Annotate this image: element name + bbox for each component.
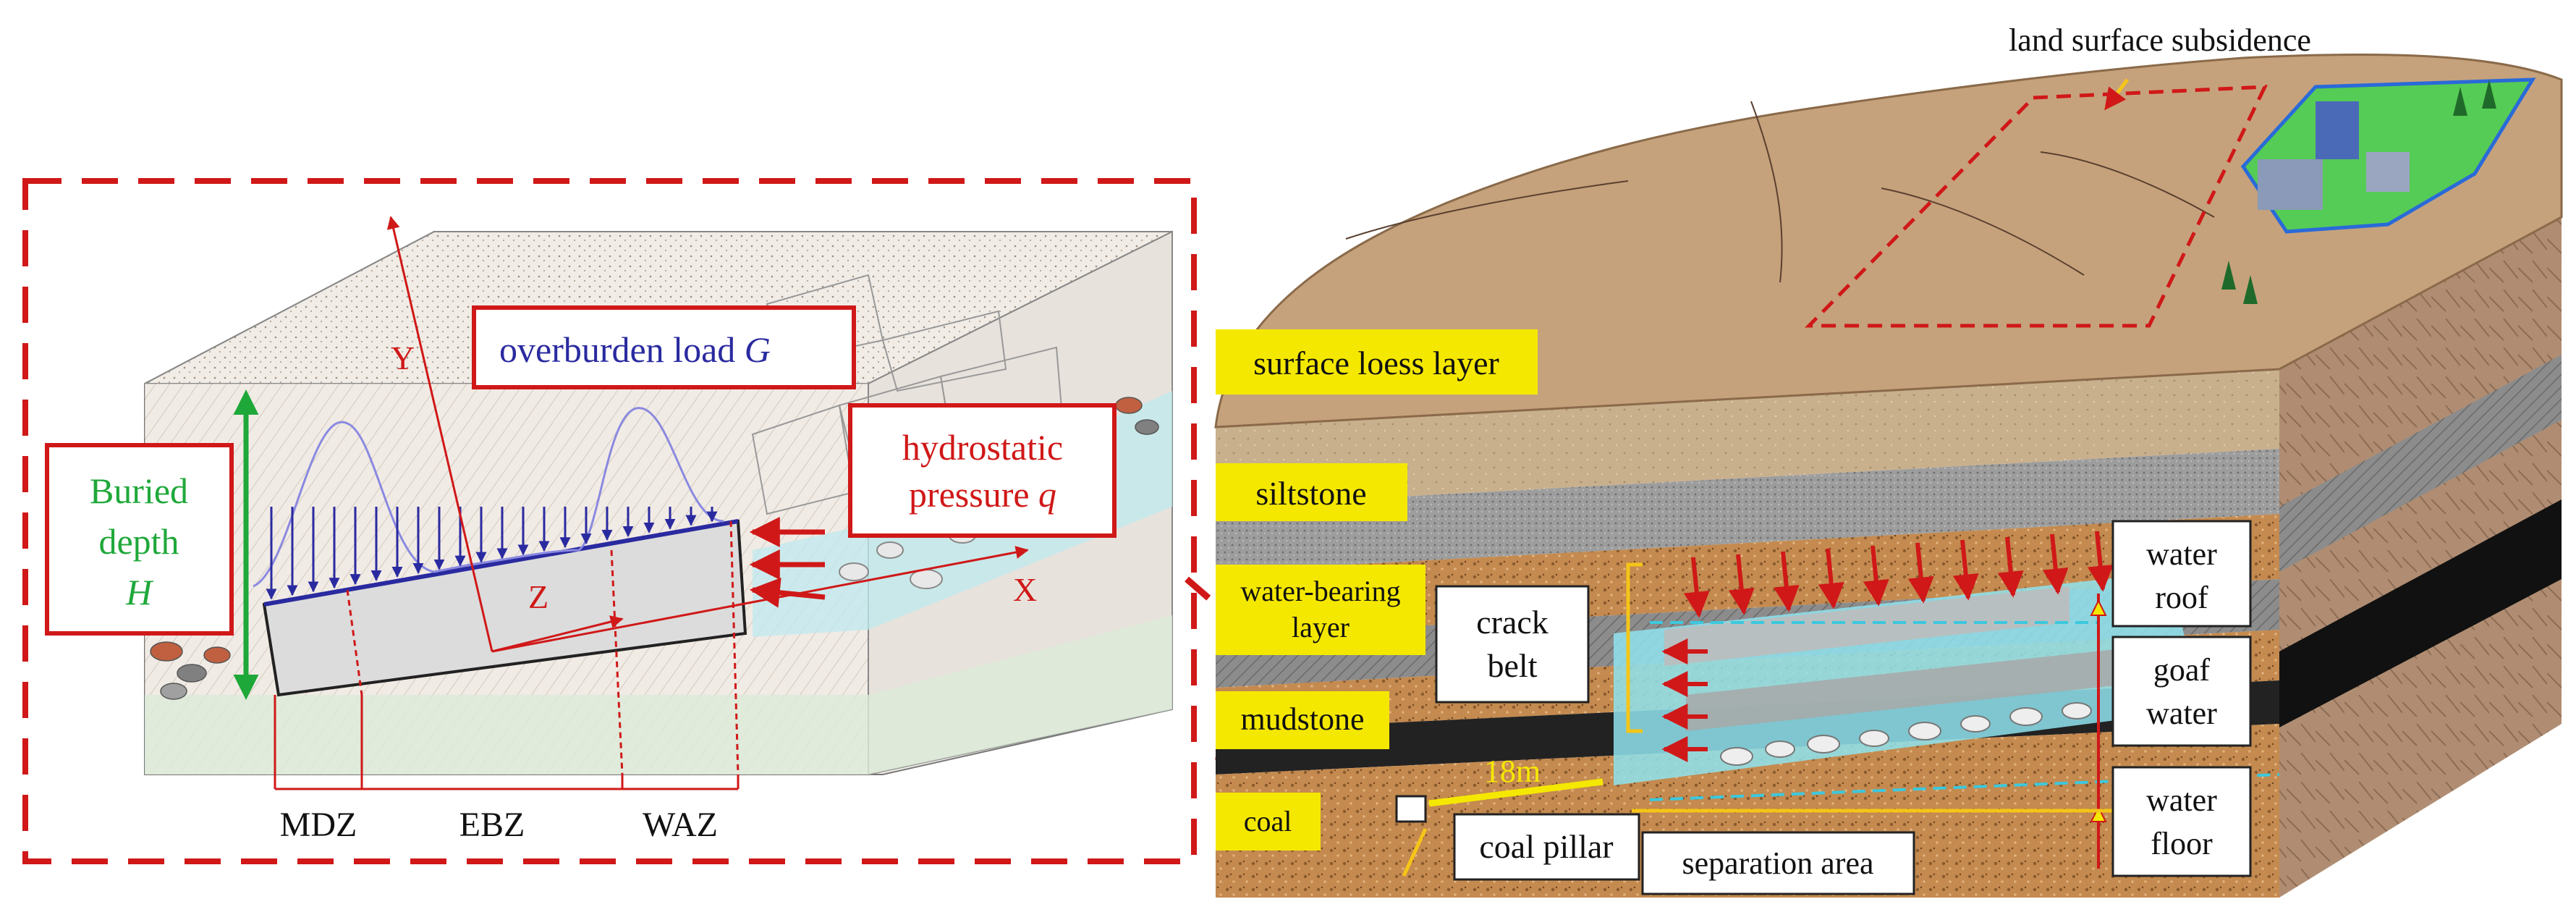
zone-bracket [274, 695, 740, 790]
subsidence-pointer [2104, 78, 2129, 111]
mudstone-label: mudstone [1240, 701, 1364, 737]
loess-label-box [1216, 329, 1538, 394]
waterbearing-label-line1: water-bearing [1240, 575, 1400, 607]
crack-arrows [1661, 531, 2114, 762]
water-roof-marker [2090, 599, 2107, 616]
buried-depth-line2: depth [98, 521, 179, 562]
load-arrows [266, 507, 718, 600]
zone-label-ebz: EBZ [459, 806, 525, 844]
load-curve [253, 407, 724, 588]
waterbearing-label-line2: layer [1292, 611, 1350, 643]
goaf-water-line2: water [2146, 696, 2217, 731]
floor-stratum [145, 615, 1172, 775]
overburden-label: overburden load G [499, 329, 771, 370]
zone-label-waz: WAZ [643, 806, 718, 844]
water-floor-line [1649, 773, 2280, 801]
separation-area-box [1641, 831, 1915, 895]
siltstone-label-box [1216, 463, 1407, 521]
hydrostatic-label-line1: hydrostatic [902, 427, 1063, 468]
pillar-width-label: 18m [1484, 754, 1541, 789]
surface-cracks [1345, 101, 2215, 283]
buried-depth-line1: Buried [90, 470, 188, 511]
coal-pillar-block [1395, 795, 1427, 823]
overburden-label-box [472, 305, 856, 389]
block-right-face [2279, 217, 2562, 898]
crack-arrow [1683, 557, 1710, 618]
buried-depth-symbol: H [125, 572, 154, 612]
goaf-pebbles [1720, 702, 2092, 766]
right-face-coal [2279, 499, 2562, 727]
water-floor-marker [2090, 805, 2107, 822]
siltstone-label: siltstone [1255, 475, 1366, 512]
coal-label-box [1216, 793, 1321, 851]
crack-belt-line1: crack [1476, 604, 1548, 641]
pillar-pointer [1402, 827, 1428, 877]
water-floor-line2: floor [2151, 826, 2213, 861]
right-face-grey [2279, 355, 2562, 572]
mudstone-label-box [1216, 691, 1389, 749]
land-surface [1214, 53, 2563, 429]
crack-arrow [1728, 554, 1755, 615]
left-panel: Y X Z MDZ EBZ WAZ overburden load G [22, 178, 1197, 864]
hydrostatic-label-box [848, 403, 1117, 538]
pillar-width-line [1428, 778, 1603, 807]
goaf-water-line1: goaf [2153, 652, 2211, 688]
coal-pillar-box [1453, 813, 1640, 881]
axis-z-label: Z [528, 578, 548, 615]
trees [2221, 80, 2496, 304]
left-panel-dashed-frame [22, 178, 1197, 864]
crack-arrow [2042, 533, 2069, 595]
buried-depth-label-box [45, 443, 234, 636]
goaf-middle-slab [1686, 644, 2164, 731]
water-floor-box [2111, 766, 2252, 877]
water-roof-box [2111, 520, 2252, 628]
axis-x-label: X [1013, 571, 1037, 608]
separation-area-label: separation area [1682, 845, 1873, 881]
coal-label: coal [1244, 805, 1292, 837]
crack-arrow [1818, 548, 1844, 609]
crack-arrow [1997, 536, 2024, 598]
subsidence-area [1805, 85, 2268, 328]
crack-arrow [1863, 545, 1889, 607]
crack-belt-box [1435, 585, 1590, 704]
land-surface-label: land surface subsidence [2009, 22, 2311, 58]
goaf-water-box [2111, 636, 2252, 747]
left-rubble [150, 397, 1159, 700]
right-panel: 18m land surface subsidence surface loes… [1214, 22, 2563, 898]
waterbearing-label-box [1216, 565, 1425, 655]
water-floor-line1: water [2146, 782, 2217, 818]
hydrostatic-label-line2: pressure q [909, 474, 1056, 515]
coal-pillar-label: coal pillar [1479, 828, 1613, 865]
water-roof-line1: water [2146, 536, 2217, 572]
mine-building-3 [2366, 152, 2410, 192]
z-axis [491, 615, 624, 653]
crack-belt-bracket [1626, 562, 1643, 733]
y-axis [386, 216, 493, 652]
crack-arrow [1907, 542, 1934, 604]
water-roof-line2: roof [2155, 580, 2208, 615]
loess-label: surface loess layer [1253, 345, 1499, 381]
goaf-roof-slab [1664, 586, 2069, 666]
crack-arrow [1952, 539, 1979, 601]
crack-belt-line2: belt [1488, 647, 1538, 684]
hydrostatic-arrows [749, 517, 826, 608]
crack-arrow [1773, 551, 1800, 612]
mine-building-2 [2258, 159, 2323, 210]
crack-arrow [2087, 531, 2114, 592]
zone-label-mdz: MDZ [280, 806, 357, 844]
mine-building-1 [2316, 101, 2359, 159]
stratum-siltstone-grey [1216, 449, 2279, 572]
axis-y-label: Y [391, 339, 415, 376]
seam-top-line [263, 519, 739, 607]
zone-boundaries [346, 520, 740, 775]
stratum-loess [1216, 369, 2279, 507]
